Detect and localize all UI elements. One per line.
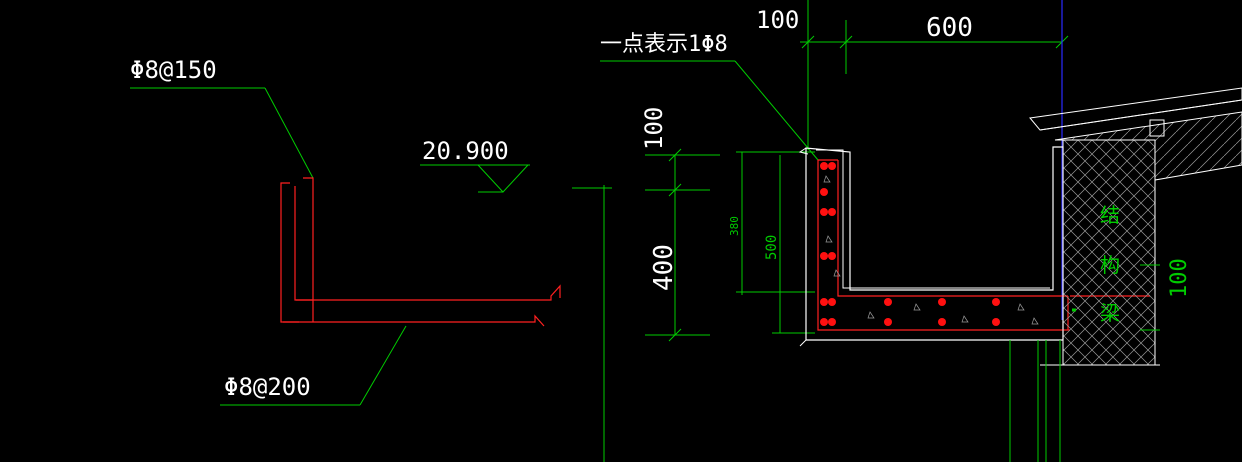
rebar-dot-icon: [828, 318, 836, 326]
gutter-drip: [798, 147, 809, 155]
gutter-section: [798, 146, 1150, 347]
roof-anchor-block: [1149, 119, 1165, 137]
roof-tile-top: [1029, 87, 1242, 131]
dim-tick-top-a: [801, 35, 815, 49]
dim-tick-c: [668, 328, 682, 342]
label-phi8-at-150: Φ8@150: [130, 56, 217, 84]
rebar-vertical-inner: [294, 186, 313, 301]
rebar-dot-icon: [938, 298, 946, 306]
roof-slab-hatch: [1054, 111, 1242, 181]
rebar-horizontal-bottom: [283, 314, 545, 327]
rebar-dot-icon: [820, 298, 828, 306]
roof-tile-line: [1039, 99, 1242, 131]
dim-text-400: 400: [649, 244, 679, 291]
rebar-horizontal-top: [296, 284, 561, 301]
level-value: 20.900: [422, 137, 509, 165]
concrete-aggregate: [823, 175, 1039, 325]
rebar-dot-icon: [884, 318, 892, 326]
structural-beam: 结 构 梁 100: [1040, 139, 1192, 366]
dimension-400: 100 400: [572, 107, 720, 462]
gutter-outline: [805, 146, 1064, 341]
dim-tick-b: [668, 183, 682, 197]
gutter-rebar-inner: [837, 160, 1068, 297]
leader-line-phi8-200-diag: [359, 325, 407, 406]
rebar-vertical-hook: [303, 177, 314, 322]
rebar-dot-icon: [992, 298, 1000, 306]
beam-hatch: [1062, 139, 1156, 366]
dimension-380-500: 380 500: [728, 151, 815, 334]
rebar-dot-icon: [820, 318, 828, 326]
rebar-dot-icon: [820, 188, 828, 196]
label-phi8-at-200: Φ8@200: [224, 373, 311, 401]
dim-tick-top-b: [839, 35, 853, 49]
beam-label-1: 结: [1100, 203, 1120, 227]
dim-text-500: 500: [764, 235, 780, 260]
rebar-dot-icon: [820, 252, 828, 260]
elevation-triangle-icon: [477, 164, 529, 193]
rebar-dot-icon: [828, 208, 836, 216]
rebar-dot-icon: [938, 318, 946, 326]
rebar-dot-icon: [820, 208, 828, 216]
support-lines: [1009, 340, 1061, 462]
dimension-top: 100 600: [756, 0, 1069, 150]
level-marker: 20.900: [420, 137, 530, 193]
rebar-shape-detail: Φ8@150 Φ8@200: [130, 56, 561, 406]
rebar-dot-icon: [828, 298, 836, 306]
rebar-dot-icon: [828, 162, 836, 170]
dim-text-100-top: 100: [756, 6, 799, 34]
dot-note-text: 一点表示1Φ8: [600, 32, 728, 57]
dim-tick-a: [668, 148, 682, 162]
dim-text-380: 380: [728, 216, 741, 236]
leader-line-phi8-150-diag: [264, 87, 314, 179]
dot-note: 一点表示1Φ8: [600, 32, 819, 161]
dim-text-100-left: 100: [640, 107, 668, 150]
rebar-dot-icon: [828, 252, 836, 260]
beam-label-3: 梁: [1100, 301, 1120, 325]
rebar-dot-icon: [992, 318, 1000, 326]
beam-label-2: 构: [1100, 253, 1120, 277]
dim-text-100-right: 100: [1167, 258, 1192, 298]
gutter-drip-bottom: [799, 339, 807, 347]
gutter-rebar-outer: [817, 160, 1070, 331]
dim-text-600: 600: [926, 13, 973, 43]
rebar-dots: [820, 162, 1000, 326]
rebar-vertical-outer: [280, 182, 299, 323]
roof-slab: [1029, 87, 1242, 181]
rebar-dot-icon: [820, 162, 828, 170]
gutter-inner-line: [816, 149, 1050, 289]
dot-note-leader-diag: [734, 60, 819, 161]
rebar-dot-icon: [884, 298, 892, 306]
